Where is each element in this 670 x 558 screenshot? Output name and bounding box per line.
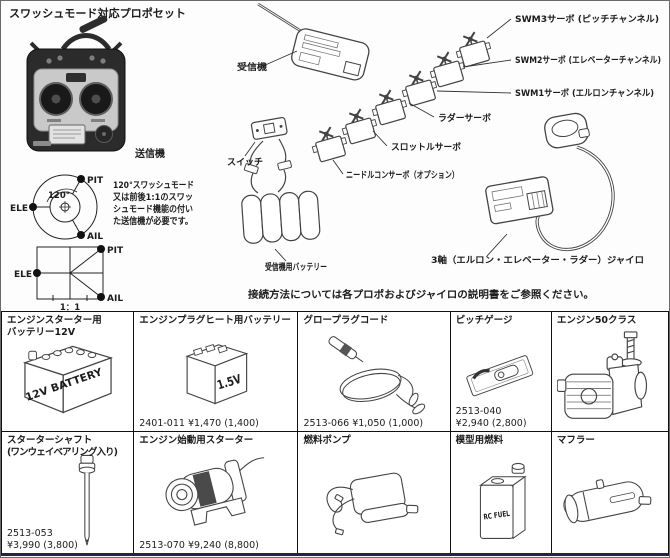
- fuel-pump-image: [326, 472, 419, 535]
- pitch-gauge-image: [466, 354, 533, 396]
- part-title-line1: グロープラグコード: [303, 315, 389, 326]
- part-title: エンジンスターター用 バッテリー12V: [7, 315, 131, 339]
- part-footer: 2513-040 ¥2,940 (2,800): [456, 406, 527, 429]
- part-title-line1: スターターシャフト: [7, 435, 93, 446]
- engine-image: [556, 330, 647, 419]
- part-cell-fuel-pump: 燃料ポンプ: [298, 432, 450, 553]
- part-footer: 2401-011 ¥1,470 (1,400): [139, 418, 259, 430]
- part-cell-starter-shaft: スターターシャフト (ワンウェイベアリング入り) 2513-053 ¥3,990…: [2, 432, 134, 553]
- gyro-amp-image: [485, 176, 554, 225]
- part-footer: 2513-070 ¥9,240 (8,800): [139, 540, 259, 552]
- fuel-can-image: RC FUEL: [478, 462, 527, 539]
- receiver-image: [291, 28, 370, 81]
- part-price: ¥3,990 (3,800): [7, 539, 78, 551]
- part-title-line2: バッテリー12V: [7, 327, 76, 338]
- starter-shaft-image: [78, 454, 96, 545]
- swash-circle-ail-label: AIL: [87, 232, 103, 242]
- battery-15v-text: 1.5V: [215, 371, 243, 392]
- battery-12v-image: 12V BATTERY: [22, 345, 113, 413]
- part-title: マフラー: [557, 435, 666, 447]
- part-cell-muffler: マフラー: [551, 432, 668, 553]
- connection-note: 接続方法については各プロポおよびジャイロの説明書をご参照ください。: [248, 288, 594, 301]
- part-cell-glow-plug-cord: グロープラグコード: [298, 312, 450, 431]
- swash-note-line2: 又は前後1:1のスワッ: [112, 191, 193, 203]
- glow-plug-cord-image: [328, 335, 426, 414]
- part-title: エンジン始動用スターター: [139, 435, 295, 447]
- connector-plug: [243, 163, 259, 175]
- part-title-line1: エンジンプラグヒート用バッテリー: [139, 315, 291, 326]
- throttle-servo-label: スロットルサーボ: [391, 141, 461, 153]
- transmitter-image: [26, 15, 126, 152]
- part-cell-engine-starter: エンジン始動用スターター 2513-07: [134, 432, 298, 553]
- rudder-servo-label: ラダーサーボ: [438, 112, 491, 124]
- part-code-price: 2513-070 ¥9,240 (8,800): [139, 539, 259, 551]
- gyro-sensor-image: [544, 112, 590, 149]
- swash-circle-pit-label: PIT: [87, 176, 104, 186]
- part-code: 2513-053: [7, 528, 53, 539]
- swash-note-line4: た送信機が必要です。: [113, 215, 193, 227]
- part-title: スターターシャフト (ワンウェイベアリング入り): [7, 435, 131, 459]
- part-cell-pitch-gauge: ピッチゲージ 2513-040 ¥2,940 (2,800): [450, 312, 551, 431]
- part-cell-model-fuel: 模型用燃料 RC FUEL: [450, 432, 551, 553]
- part-title: 燃料ポンプ: [303, 435, 447, 447]
- part-price: ¥2,940 (2,800): [455, 417, 527, 429]
- part-title-line1: ピッチゲージ: [455, 315, 513, 326]
- swm2-servo-label: SWM2サーボ (エレベーターチャンネル): [515, 54, 661, 66]
- gyro-label: 3軸（エルロン・エレベーター・ラダー）ジャイロ: [431, 254, 644, 266]
- part-title-line2: (ワンウェイベアリング入り): [7, 447, 118, 458]
- fuel-can-text: RC FUEL: [483, 508, 511, 521]
- part-title-line1: エンジンスターター用: [7, 315, 102, 326]
- needle-servo-label: ニードルコンサーボ（オプション）: [346, 169, 459, 181]
- part-cell-engine-50: エンジン50クラス: [551, 312, 668, 431]
- muffler-image: [563, 478, 652, 523]
- swash-ratio-label: 1：1: [60, 303, 80, 311]
- swash-square-ail-label: AIL: [107, 294, 123, 304]
- swash-square-pit-label: PIT: [107, 246, 124, 256]
- part-cell-starter-battery: エンジンスターター用 バッテリー12V: [2, 312, 134, 431]
- part-footer: 2513-053 ¥3,990 (3,800): [7, 528, 78, 551]
- part-cell-plug-heat-battery: エンジンプラグヒート用バッテリー 1.5V: [134, 312, 298, 431]
- swash-angle-label: 120°: [48, 191, 70, 201]
- swm1-servo-label: SWM1サーボ (エルロンチャンネル): [515, 87, 654, 99]
- switch-label: スイッチ: [227, 157, 263, 168]
- part-title-line1: エンジン50クラス: [556, 315, 637, 326]
- engine-starter-image: [165, 456, 264, 526]
- receiver-battery-label: 受信機用バッテリー: [265, 261, 327, 273]
- part-title: エンジン50クラス: [557, 315, 666, 327]
- propo-set-diagram: スワッシュモード対応プロポセット 送信機: [9, 2, 661, 313]
- part-title-line1: 模型用燃料: [455, 435, 504, 446]
- swash-square-ele-label: ELE: [14, 270, 32, 280]
- switch-image: [250, 116, 288, 140]
- connector-plug: [277, 160, 292, 171]
- receiver-label: 受信機: [237, 61, 267, 73]
- part-title-line1: マフラー: [556, 435, 595, 446]
- swash-circle-ele-label: ELE: [10, 204, 28, 214]
- parts-grid: エンジンスターター用 バッテリー12V: [1, 311, 669, 556]
- part-title: 模型用燃料: [456, 435, 549, 447]
- part-footer: 2513-066 ¥1,050 (1,000): [303, 418, 423, 430]
- swash-11-diagram: PIT ELE AIL 1：1: [14, 245, 124, 313]
- part-code: 2513-040: [455, 406, 502, 417]
- swash-120-diagram: 120° PIT ELE AIL: [10, 174, 104, 242]
- swash-note-line3: シュモード機能の付い: [113, 203, 193, 215]
- swm3-servo-label: SWM3サーボ (ピッチチャンネル): [515, 13, 659, 25]
- swash-note-line1: 120°スワッシュモード: [113, 180, 194, 191]
- part-title-line1: エンジン始動用スターター: [139, 435, 254, 446]
- part-title-line1: 燃料ポンプ: [303, 435, 351, 446]
- part-title: エンジンプラグヒート用バッテリー: [139, 315, 295, 327]
- battery-15v-image: 1.5V: [185, 343, 249, 404]
- part-title: ピッチゲージ: [456, 315, 549, 327]
- part-code-price: 2513-066 ¥1,050 (1,000): [303, 417, 424, 429]
- transmitter-label: 送信機: [134, 147, 165, 160]
- part-title: グロープラグコード: [303, 315, 447, 327]
- part-code-price: 2401-011 ¥1,470 (1,400): [139, 417, 259, 429]
- receiver-battery-image: [241, 190, 321, 244]
- swash-mode-note: 120°スワッシュモード 又は前後1:1のスワッ シュモード機能の付い た送信機…: [112, 180, 194, 227]
- page-title: スワッシュモード対応プロポセット: [9, 6, 186, 20]
